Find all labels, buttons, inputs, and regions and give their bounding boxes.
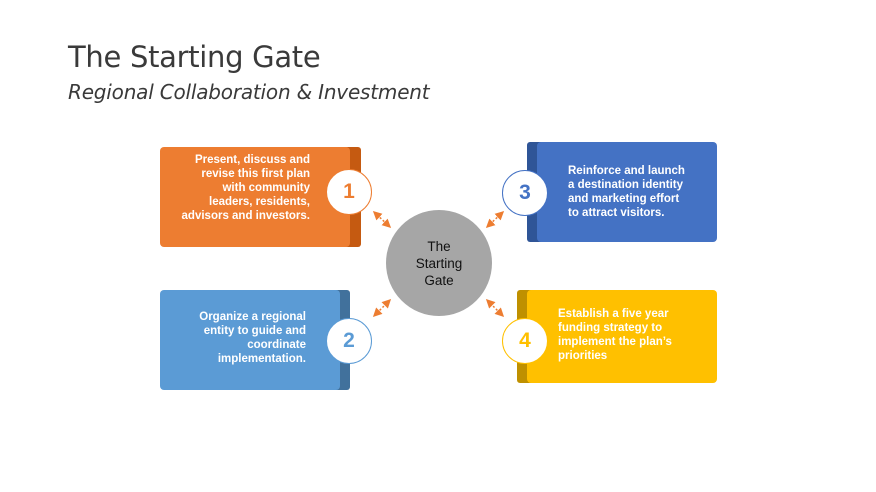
slide-title: The Starting Gate — [68, 40, 321, 74]
connector-arrow-3 — [485, 210, 505, 229]
step-3-card: Reinforce and launch a destination ident… — [537, 142, 717, 242]
step-1-card: Present, discuss and revise this first p… — [160, 147, 350, 247]
step-2-text: Organize a regional entity to guide and … — [199, 311, 306, 365]
step-1-text: Present, discuss and revise this first p… — [181, 154, 310, 222]
step-3-text: Reinforce and launch a destination ident… — [568, 165, 685, 219]
step-3-badge: 3 — [502, 170, 548, 216]
step-4-badge: 4 — [502, 318, 548, 364]
step-2-badge: 2 — [326, 318, 372, 364]
step-4-text: Establish a five year funding strategy t… — [558, 308, 672, 362]
connector-arrow-2 — [372, 298, 392, 318]
step-2-card: Organize a regional entity to guide and … — [160, 290, 340, 390]
starting-gate-hub: The Starting Gate — [386, 210, 492, 316]
step-4-card: Establish a five year funding strategy t… — [527, 290, 717, 383]
connector-arrow-4 — [485, 298, 505, 318]
connector-arrow-1 — [372, 210, 392, 229]
step-1-badge: 1 — [326, 169, 372, 215]
slide-subtitle: Regional Collaboration & Investment — [68, 80, 430, 104]
hub-label: The Starting Gate — [415, 238, 463, 288]
